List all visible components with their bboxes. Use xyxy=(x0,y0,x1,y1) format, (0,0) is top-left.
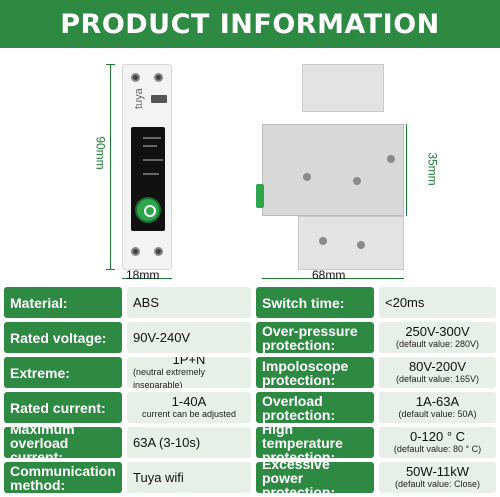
height-dimension-label: 90mm xyxy=(93,136,108,170)
spec-value-main: 50W-11kW xyxy=(405,463,470,479)
spec-value: 0-120 ° C (default value: 80 ° C) xyxy=(379,427,496,458)
spec-value-main: 1-40A xyxy=(171,393,207,409)
rivet xyxy=(303,173,311,181)
spec-key: Rated current: xyxy=(4,392,122,423)
spec-row: Extreme: 1P+N (neutral extremely insepar… xyxy=(4,357,496,388)
spec-key: Impoloscope protection: xyxy=(256,357,374,388)
spec-row: Material: ABS Switch time: <20ms xyxy=(4,287,496,318)
side-top-block xyxy=(302,64,384,112)
spec-value-main: 1A-63A xyxy=(415,393,460,409)
depth-dimension-line xyxy=(406,124,407,216)
spec-table: Material: ABS Switch time: <20ms Rated v… xyxy=(4,287,496,493)
spec-row: Communication method: Tuya wifi Excessiv… xyxy=(4,462,496,493)
spec-value-main: 0-120 ° C xyxy=(409,428,466,444)
breaker-front-view: tuya xyxy=(122,64,172,270)
spec-value-note: (neutral extremely inseparable) xyxy=(133,367,206,388)
breaker-side-view xyxy=(256,64,404,270)
side-bottom-block xyxy=(298,216,404,270)
terminal-screw xyxy=(131,73,140,82)
side-body xyxy=(262,124,404,216)
spec-row: Maximum overload current: 63A (3-10s) Hi… xyxy=(4,427,496,458)
spec-value-note: (default value: Close) xyxy=(394,478,481,489)
rivet xyxy=(387,155,395,163)
spec-value: 250V-300V (default value: 280V) xyxy=(379,322,496,353)
spec-key: Communication method: xyxy=(4,462,122,493)
lcd-line xyxy=(143,173,159,175)
spec-value: 50W-11kW (default value: Close) xyxy=(379,462,496,493)
spec-key: Overload protection: xyxy=(256,392,374,423)
spec-value: 80V-200V (default value: 165V) xyxy=(379,357,496,388)
spec-key: Switch time: xyxy=(256,287,374,318)
spec-value: Tuya wifi xyxy=(127,462,251,493)
spec-key: Over-pressure protection: xyxy=(256,322,374,353)
lcd-line xyxy=(143,159,163,161)
spec-value-note: (default value: 165V) xyxy=(395,373,480,384)
side-width-dimension-line xyxy=(262,278,404,279)
depth-dimension-label: 35mm xyxy=(425,152,440,186)
spec-key: Extreme: xyxy=(4,357,122,388)
terminal-screw xyxy=(154,73,163,82)
spec-key: Material: xyxy=(4,287,122,318)
spec-value: 63A (3-10s) xyxy=(127,427,251,458)
spec-value-note: (default value: 50A) xyxy=(398,408,477,419)
spec-value: 1-40A current can be adjusted xyxy=(127,392,251,423)
front-width-dimension-line xyxy=(122,278,172,279)
spec-value-note: (default value: 80 ° C) xyxy=(393,443,482,454)
spec-row: Rated voltage: 90V-240V Over-pressure pr… xyxy=(4,322,496,353)
spec-row: Rated current: 1-40A current can be adju… xyxy=(4,392,496,423)
power-button-icon xyxy=(135,197,161,223)
rivet xyxy=(353,177,361,185)
front-width-dimension-label: 18mm xyxy=(126,268,160,282)
page-title: PRODUCT INFORMATION xyxy=(60,8,440,40)
rivet xyxy=(319,237,327,245)
page-title-banner: PRODUCT INFORMATION xyxy=(0,0,500,48)
terminal-screw xyxy=(154,247,163,256)
rivet xyxy=(357,241,365,249)
spec-key: Rated voltage: xyxy=(4,322,122,353)
spec-value-note: current can be adjusted xyxy=(141,408,237,419)
spec-value: ABS xyxy=(127,287,251,318)
product-figure: tuya 90mm 18mm 35mm 68mm xyxy=(0,48,500,284)
wifi-icon xyxy=(151,95,167,103)
height-dimension-line xyxy=(106,64,115,270)
spec-value-main: 1P+N xyxy=(172,357,206,367)
spec-value: 1P+N (neutral extremely inseparable) xyxy=(127,357,251,388)
lcd-line xyxy=(143,137,161,139)
spec-value-main: 250V-300V xyxy=(405,323,470,339)
spec-value-main: 80V-200V xyxy=(408,358,467,374)
spec-key: Maximum overload current: xyxy=(4,427,122,458)
spec-value: 90V-240V xyxy=(127,322,251,353)
spec-value-note: (default value: 280V) xyxy=(395,338,480,349)
spec-key: Excessive power protection: xyxy=(256,462,374,493)
green-button-edge xyxy=(256,184,264,208)
lcd-line xyxy=(143,145,157,147)
spec-value: <20ms xyxy=(379,287,496,318)
spec-value: 1A-63A (default value: 50A) xyxy=(379,392,496,423)
brand-label: tuya xyxy=(133,88,145,109)
side-width-dimension-label: 68mm xyxy=(312,268,346,282)
spec-key: High temperature protection: xyxy=(256,427,374,458)
terminal-screw xyxy=(131,247,140,256)
